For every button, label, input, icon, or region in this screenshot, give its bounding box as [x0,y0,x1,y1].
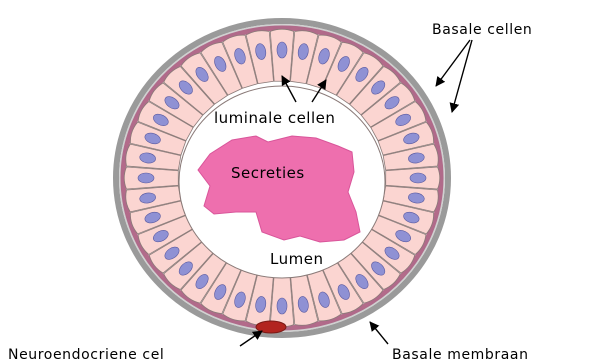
label-neuroendocrine-cell: Neuroendocriene cel [8,347,164,363]
cell-nucleus [277,298,287,314]
cell-nucleus [138,173,154,183]
label-basal-membrane: Basale membraan [392,347,529,363]
cell-nucleus [410,173,426,183]
label-lumen: Lumen [270,250,323,268]
arrow-basal-membrane [370,322,388,344]
label-luminal-cells: luminale cellen [214,109,335,127]
cell-nucleus [277,42,287,58]
label-basal-cells: Basale cellen [432,22,532,38]
label-secretions: Secreties [231,164,305,182]
